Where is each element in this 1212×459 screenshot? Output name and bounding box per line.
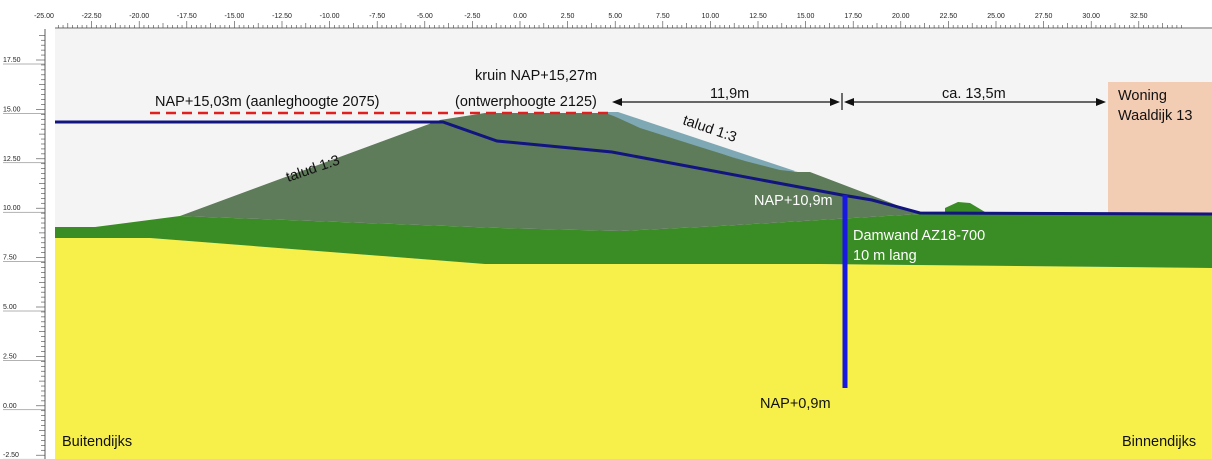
x-tick-label: 15.00 bbox=[797, 13, 815, 20]
x-tick-label: -15.00 bbox=[224, 13, 244, 20]
profile-line bbox=[55, 120, 1212, 216]
x-tick-label: -17.50 bbox=[177, 13, 197, 20]
inner-side-label: Binnendijks bbox=[1122, 434, 1196, 450]
y-tick-label: 5.00 bbox=[3, 304, 17, 311]
dim-arrow-right-1 bbox=[830, 98, 840, 106]
x-tick-label: -25.00 bbox=[34, 13, 54, 20]
x-tick-label: 7.50 bbox=[656, 13, 670, 20]
x-axis: -25.00 -22.50 -20.00 -17.50 -15.00 -12.50 -10.… bbox=[34, 13, 1212, 29]
x-tick-label: 25.00 bbox=[987, 13, 1005, 20]
y-tick-label: 0.00 bbox=[3, 403, 17, 410]
x-tick-label: 27.50 bbox=[1035, 13, 1053, 20]
y-tick-label: 12.50 bbox=[3, 156, 21, 163]
clay-layer bbox=[55, 214, 1212, 268]
sheet-pile-name-line2: 10 m lang bbox=[853, 248, 917, 264]
sheet-pile-name-line1: Damwand AZ18-700 bbox=[853, 228, 985, 244]
x-tick-label: -2.50 bbox=[464, 13, 480, 20]
x-tick-label: 2.50 bbox=[561, 13, 575, 20]
x-tick-label: -22.50 bbox=[82, 13, 102, 20]
x-tick-label: 32.50 bbox=[1130, 13, 1148, 20]
dim-arrow-right-2 bbox=[1096, 98, 1106, 106]
y-tick-label: -2.50 bbox=[3, 452, 19, 459]
x-tick-label: 5.00 bbox=[608, 13, 622, 20]
y-tick-label: 2.50 bbox=[3, 353, 17, 360]
design-level-label: NAP+15,03m (aanleghoogte 2075) bbox=[155, 94, 380, 110]
y-tick-label: 10.00 bbox=[3, 205, 21, 212]
y-tick-label: 15.00 bbox=[3, 106, 21, 113]
x-tick-label: -7.50 bbox=[369, 13, 385, 20]
house-label-line1: Woning bbox=[1118, 88, 1167, 104]
house-block bbox=[1108, 82, 1212, 216]
sheet-pile-top-level: NAP+10,9m bbox=[754, 193, 833, 209]
dike-body bbox=[180, 113, 920, 231]
dimension-line-11-9 bbox=[620, 93, 843, 110]
x-tick-label: 0.00 bbox=[513, 13, 527, 20]
x-tick-label: 12.50 bbox=[749, 13, 767, 20]
x-tick-label: -5.00 bbox=[417, 13, 433, 20]
y-tick-label: 7.50 bbox=[3, 255, 17, 262]
crest-label-line2: (ontwerphoogte 2125) bbox=[455, 94, 597, 110]
outer-side-label: Buitendijks bbox=[62, 434, 132, 450]
x-tick-label: 10.00 bbox=[702, 13, 720, 20]
crest-label-line1: kruin NAP+15,27m bbox=[475, 68, 597, 84]
sheet-pile-bottom-level: NAP+0,9m bbox=[760, 396, 831, 412]
x-tick-label: 22.50 bbox=[940, 13, 958, 20]
dim-arrow-left-1 bbox=[612, 98, 622, 106]
x-tick-label: -20.00 bbox=[129, 13, 149, 20]
x-tick-label: 30.00 bbox=[1082, 13, 1100, 20]
x-tick-label: -12.50 bbox=[272, 13, 292, 20]
y-tick-label: 17.50 bbox=[3, 57, 21, 64]
x-tick-label: 17.50 bbox=[844, 13, 862, 20]
slope-reinforcement-band bbox=[605, 112, 798, 172]
dimension-label-13-5: ca. 13,5m bbox=[942, 86, 1006, 102]
dim-arrow-left-2 bbox=[844, 98, 854, 106]
dimension-label-11-9: 11,9m bbox=[710, 86, 749, 102]
house-label-line2: Waaldijk 13 bbox=[1118, 108, 1192, 124]
y-axis: 17.50 15.00 12.50 10.00 7.50 5.00 2.50 0.00 -2.5… bbox=[3, 29, 46, 459]
x-tick-label: -10.00 bbox=[320, 13, 340, 20]
sand-layer bbox=[55, 238, 1212, 459]
x-tick-label: 20.00 bbox=[892, 13, 910, 20]
